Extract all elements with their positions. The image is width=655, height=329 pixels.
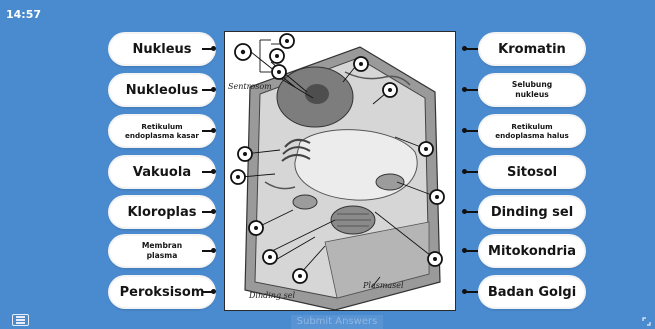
label-mitokondria[interactable]: Mitokondria — [480, 236, 584, 266]
caption-dinding-sel: Dinding sel — [248, 291, 295, 300]
target-icon[interactable] — [249, 221, 263, 235]
connector — [466, 211, 478, 213]
target-icon[interactable] — [263, 250, 277, 264]
vacuole — [295, 130, 417, 200]
connector-dot — [462, 248, 467, 253]
label-nukleolus[interactable]: Nukleolus — [110, 75, 214, 105]
label-nukleus[interactable]: Nukleus — [110, 34, 214, 64]
connector — [466, 89, 478, 91]
connector-dot — [462, 128, 467, 133]
caption-sentrosom: Sentrosom — [228, 82, 272, 91]
connector-dot — [211, 128, 216, 133]
caption-plasmasel: Plasmasel — [362, 281, 404, 290]
target-icon[interactable] — [272, 65, 286, 79]
connector-dot — [462, 169, 467, 174]
connector-dot — [462, 46, 467, 51]
label-selubung-nukleus[interactable]: Selubung nukleus — [480, 75, 584, 105]
label-vakuola[interactable]: Vakuola — [110, 157, 214, 187]
target-icon[interactable] — [383, 83, 397, 97]
label-kromatin[interactable]: Kromatin — [480, 34, 584, 64]
label-peroksisom[interactable]: Peroksisom — [110, 277, 214, 307]
plant-cell-illustration: Sentrosom Dinding sel Plasmasel — [225, 32, 455, 310]
connector-dot — [211, 46, 216, 51]
connector-dot — [211, 289, 216, 294]
target-icon[interactable] — [235, 44, 251, 60]
label-retikulum-endoplasma-kasar[interactable]: Retikulum endoplasma kasar — [110, 116, 214, 146]
connector-dot — [211, 209, 216, 214]
menu-icon-line — [16, 322, 25, 324]
target-icon[interactable] — [293, 269, 307, 283]
menu-icon — [16, 316, 25, 318]
connector — [466, 171, 478, 173]
label-sitosol[interactable]: Sitosol — [480, 157, 584, 187]
fullscreen-icon[interactable] — [642, 317, 651, 326]
connector-dot — [462, 87, 467, 92]
target-icon[interactable] — [231, 170, 245, 184]
connector-dot — [211, 169, 216, 174]
menu-button[interactable] — [12, 314, 29, 326]
connector-dot — [211, 87, 216, 92]
connector — [466, 291, 478, 293]
target-icon[interactable] — [280, 34, 294, 48]
target-icon[interactable] — [270, 49, 284, 63]
target-icon[interactable] — [428, 252, 442, 266]
mitochondrion — [293, 195, 317, 209]
target-icon[interactable] — [354, 57, 368, 71]
menu-icon-line — [16, 319, 25, 321]
connector — [466, 48, 478, 50]
plant-cell-figure: Sentrosom Dinding sel Plasmasel — [224, 31, 456, 311]
label-dinding-sel[interactable]: Dinding sel — [480, 197, 584, 227]
connector-dot — [462, 289, 467, 294]
label-kloroplas[interactable]: Kloroplas — [110, 197, 214, 227]
target-icon[interactable] — [238, 147, 252, 161]
timer: 14:57 — [6, 8, 41, 21]
label-retikulum-endoplasma-halus[interactable]: Retikulum endoplasma halus — [480, 116, 584, 146]
connector-dot — [462, 209, 467, 214]
label-membran-plasma[interactable]: Membran plasma — [110, 236, 214, 266]
connector — [466, 130, 478, 132]
nucleolus — [305, 84, 329, 104]
mitochondrion — [376, 174, 404, 190]
connector-dot — [211, 248, 216, 253]
target-icon[interactable] — [430, 190, 444, 204]
connector — [466, 250, 478, 252]
target-icon[interactable] — [419, 142, 433, 156]
label-badan-golgi[interactable]: Badan Golgi — [480, 277, 584, 307]
